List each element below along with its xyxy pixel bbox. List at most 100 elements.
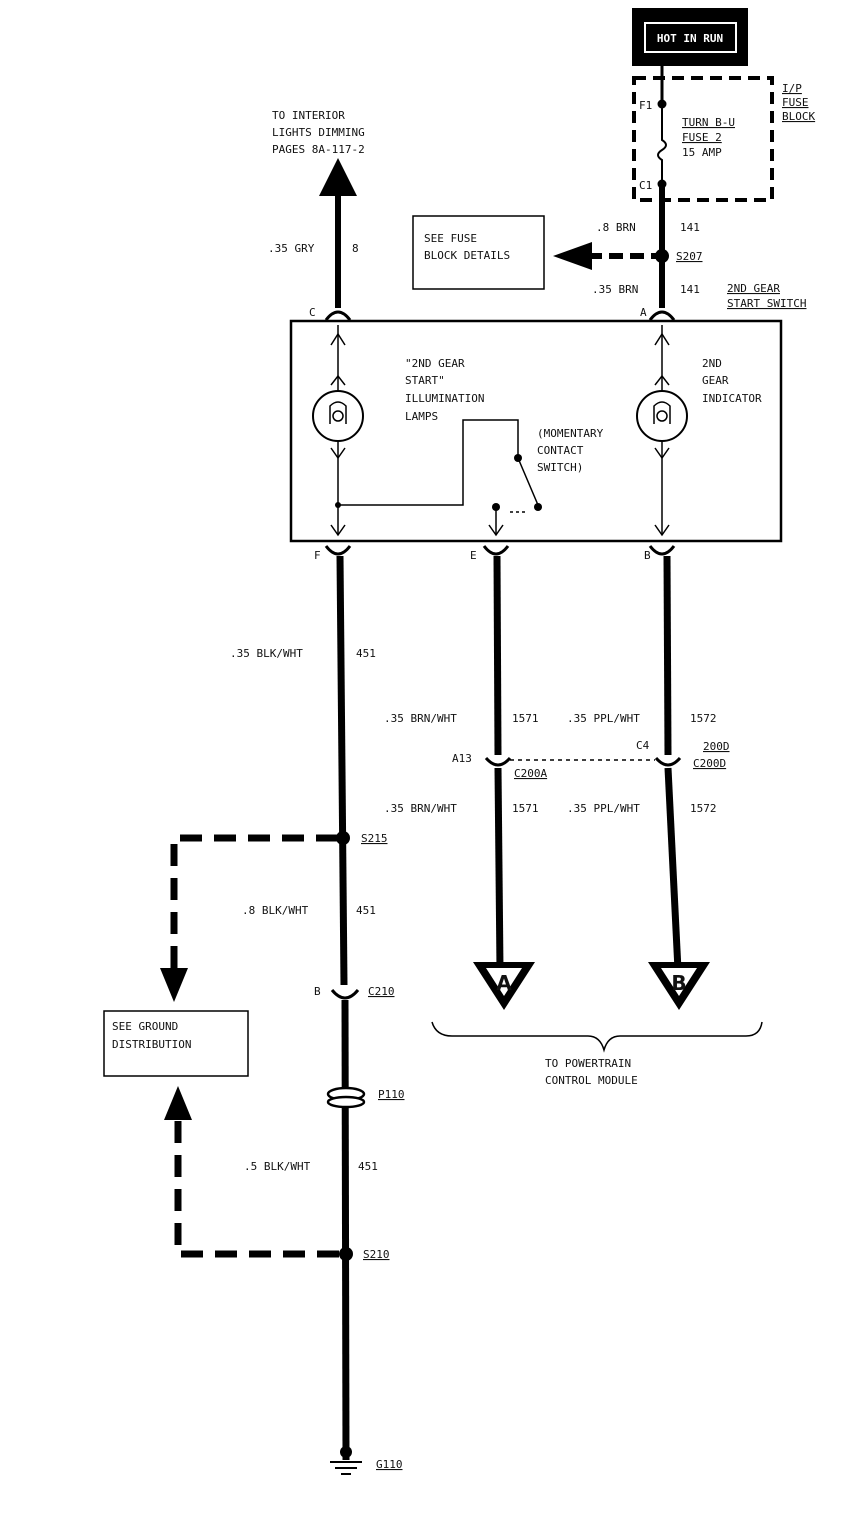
- pin-b: B: [644, 549, 651, 562]
- lamps-label-3: ILLUMINATION: [405, 392, 484, 405]
- wire-451-c-gauge: .5 BLK/WHT: [244, 1160, 311, 1173]
- cavity-c: [324, 310, 352, 321]
- ground-note-1: SEE GROUND: [112, 1020, 178, 1033]
- connector-c200-label-2: C200D: [693, 757, 726, 770]
- connector-c200-label-1: 200D: [703, 740, 730, 753]
- wire-1571-b-circuit: 1571: [512, 802, 539, 815]
- pin-b-c210: B: [314, 985, 321, 998]
- momentary-label-2: CONTACT: [537, 444, 584, 457]
- momentary-label-3: SWITCH): [537, 461, 583, 474]
- wire-141-lower-circuit: 141: [680, 283, 700, 296]
- wire-1571-lower: [494, 767, 504, 971]
- connector-c200d-cavity: [654, 756, 682, 767]
- splice-s210-label: S210: [363, 1248, 390, 1261]
- ground-arrow-up: [164, 1086, 192, 1120]
- fuse-element: [657, 104, 667, 184]
- pcm-note-2: CONTROL MODULE: [545, 1074, 638, 1087]
- ground-note-2: DISTRIBUTION: [112, 1038, 191, 1051]
- wire-1571-upper: [493, 555, 502, 756]
- fuse-details-line-1: SEE FUSE: [424, 232, 477, 245]
- connector-ref-b-label: B: [671, 971, 686, 995]
- wire-451-b-circuit: 451: [356, 904, 376, 917]
- connector-c200a-cavity: [484, 756, 512, 767]
- splice-s207: [655, 249, 669, 263]
- fuse-block-name-2: FUSE: [782, 96, 809, 109]
- fuse-terminal-c1: C1: [639, 179, 652, 192]
- interior-note-1: TO INTERIOR: [272, 109, 345, 122]
- wire-8-circuit: 8: [352, 242, 359, 255]
- wire-451-c-circuit: 451: [358, 1160, 378, 1173]
- hot-in-run-box: HOT IN RUN: [632, 8, 748, 66]
- wire-141-lower-gauge: .35 BRN: [592, 283, 638, 296]
- wire-1572-b-gauge: .35 PPL/WHT: [567, 802, 640, 815]
- indicator-label-2: GEAR: [702, 374, 729, 387]
- wire-1571-a-gauge: .35 BRN/WHT: [384, 712, 457, 725]
- fuse-details-line-2: BLOCK DETAILS: [424, 249, 510, 262]
- connector-ref-a-label: A: [496, 971, 512, 995]
- interior-note-2: LIGHTS DIMMING: [272, 126, 365, 139]
- fuse-block-name-1: I/P: [782, 82, 802, 95]
- wire-1571-a-circuit: 1571: [512, 712, 539, 725]
- illumination-lamp-icon: [312, 390, 364, 442]
- gear-indicator-lamp-icon: [636, 390, 688, 442]
- pin-e: E: [470, 549, 477, 562]
- wire-1572-b-circuit: 1572: [690, 802, 717, 815]
- wire-141-upper-circuit: 141: [680, 221, 700, 234]
- cavity-a: [648, 310, 676, 321]
- lamps-label-4: LAMPS: [405, 410, 438, 423]
- fuse-block: I/P FUSE BLOCK TURN B-U FUSE 2 15 AMP F1…: [632, 66, 815, 202]
- wire-1572-lower: [664, 767, 682, 971]
- power-label: HOT IN RUN: [657, 32, 723, 45]
- switch-name-1: 2ND GEAR: [727, 282, 780, 295]
- momentary-label-1: (MOMENTARY: [537, 427, 604, 440]
- switch-body: [289, 319, 783, 543]
- connector-p110-label: P110: [378, 1088, 405, 1101]
- switch-name-2: START SWITCH: [727, 297, 806, 310]
- cavity-e: [482, 545, 510, 556]
- momentary-switch-blade: [517, 457, 539, 506]
- wire-451-lower: [341, 999, 350, 1461]
- pin-a: A: [640, 306, 647, 319]
- wire-1572-upper: [663, 555, 672, 756]
- fuse-label-3: 15 AMP: [682, 146, 722, 159]
- ground-dashed-link-top: [170, 834, 338, 970]
- fuse-label-2: FUSE 2: [682, 131, 722, 144]
- interior-note-3: PAGES 8A-117-2: [272, 143, 365, 156]
- ground-arrow-down: [160, 968, 188, 1002]
- indicator-label-1: 2ND: [702, 357, 722, 370]
- fuse-terminal-f1: F1: [639, 99, 652, 112]
- splice-s207-label: S207: [676, 250, 703, 263]
- ground-dashed-link-bottom: [174, 1120, 339, 1258]
- fuse-details-arrow: [553, 242, 592, 270]
- pin-f: F: [314, 549, 321, 562]
- fuse-details-box: [412, 215, 545, 290]
- splice-s210: [339, 1247, 353, 1261]
- pcm-note-1: TO POWERTRAIN: [545, 1057, 631, 1070]
- wire-1572-a-circuit: 1572: [690, 712, 717, 725]
- interior-lights-arrow: [319, 158, 357, 196]
- connector-c210-label: C210: [368, 985, 395, 998]
- wire-8-gauge: .35 GRY: [268, 242, 315, 255]
- connector-c200a-label: C200A: [514, 767, 547, 780]
- wire-1571-b-gauge: .35 BRN/WHT: [384, 802, 457, 815]
- splice-s215: [336, 831, 350, 845]
- wire-451-upper: [336, 555, 348, 986]
- lamps-label-2: START": [405, 374, 445, 387]
- wire-451-a-circuit: 451: [356, 647, 376, 660]
- connector-c210: [330, 989, 360, 1000]
- ground-distribution-box: [103, 1010, 249, 1077]
- cavity-f: [324, 545, 352, 556]
- ground-g110-label: G110: [376, 1458, 403, 1471]
- pin-a13: A13: [452, 752, 472, 765]
- pcm-brace: [431, 1021, 763, 1053]
- wire-141-upper-gauge: .8 BRN: [596, 221, 636, 234]
- pin-c: C: [309, 306, 316, 319]
- lamp-feed-wire: [338, 419, 519, 506]
- wire-1572-a-gauge: .35 PPL/WHT: [567, 712, 640, 725]
- fuse-label-1: TURN B-U: [682, 116, 735, 129]
- splice-s215-label: S215: [361, 832, 388, 845]
- wire-451-a-gauge: .35 BLK/WHT: [230, 647, 303, 660]
- pin-c4: C4: [636, 739, 650, 752]
- wire-451-b-gauge: .8 BLK/WHT: [242, 904, 309, 917]
